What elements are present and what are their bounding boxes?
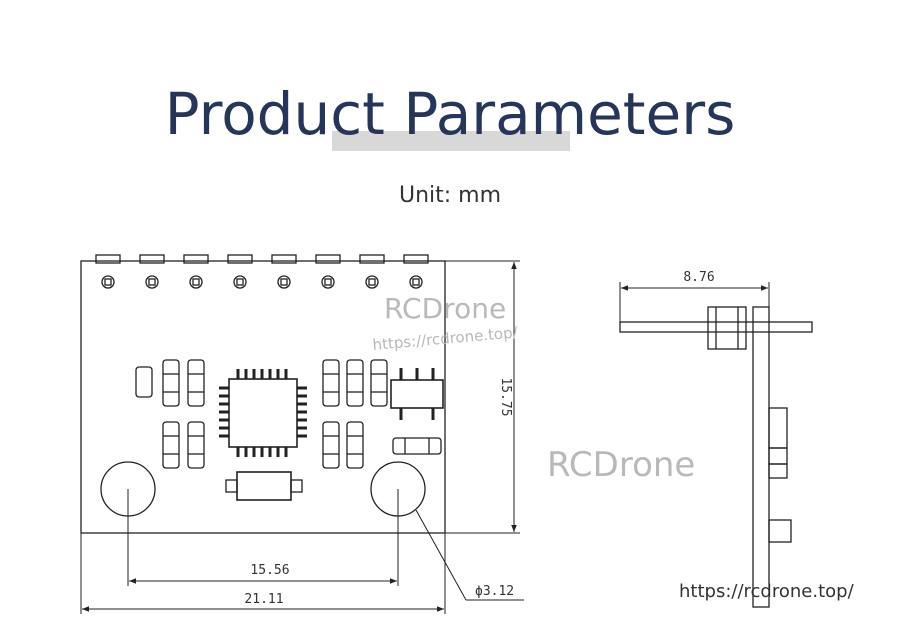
dim-side-depth: 8.76	[683, 270, 714, 285]
dim-width: 21.11	[244, 592, 283, 607]
footer-url: https://rcdrone.top/	[679, 581, 855, 602]
board-outline	[80, 260, 446, 534]
page-title: Product Parameters	[164, 80, 736, 148]
pin-pads	[101, 275, 423, 289]
title-underline	[332, 131, 570, 151]
watermark-brand: RCDrone	[547, 445, 695, 485]
dim-hole-spacing: 15.56	[250, 563, 289, 578]
side-small-component	[768, 519, 792, 543]
side-ic	[768, 407, 788, 449]
unit-label: Unit: mm	[398, 183, 502, 208]
side-board	[752, 306, 770, 608]
dim-leader-diameter	[415, 509, 467, 601]
mounting-holes	[100, 461, 426, 517]
pin-header	[95, 254, 429, 264]
dim-height: 15.75	[498, 377, 513, 416]
watermark-brand-front: RCDrone	[384, 292, 506, 325]
main-ic	[219, 369, 307, 457]
dim-hole-diameter: ϕ3.12	[475, 584, 514, 599]
smd-components	[135, 359, 444, 501]
front-view	[80, 254, 524, 614]
side-spacer	[707, 306, 747, 350]
side-view	[619, 282, 813, 608]
